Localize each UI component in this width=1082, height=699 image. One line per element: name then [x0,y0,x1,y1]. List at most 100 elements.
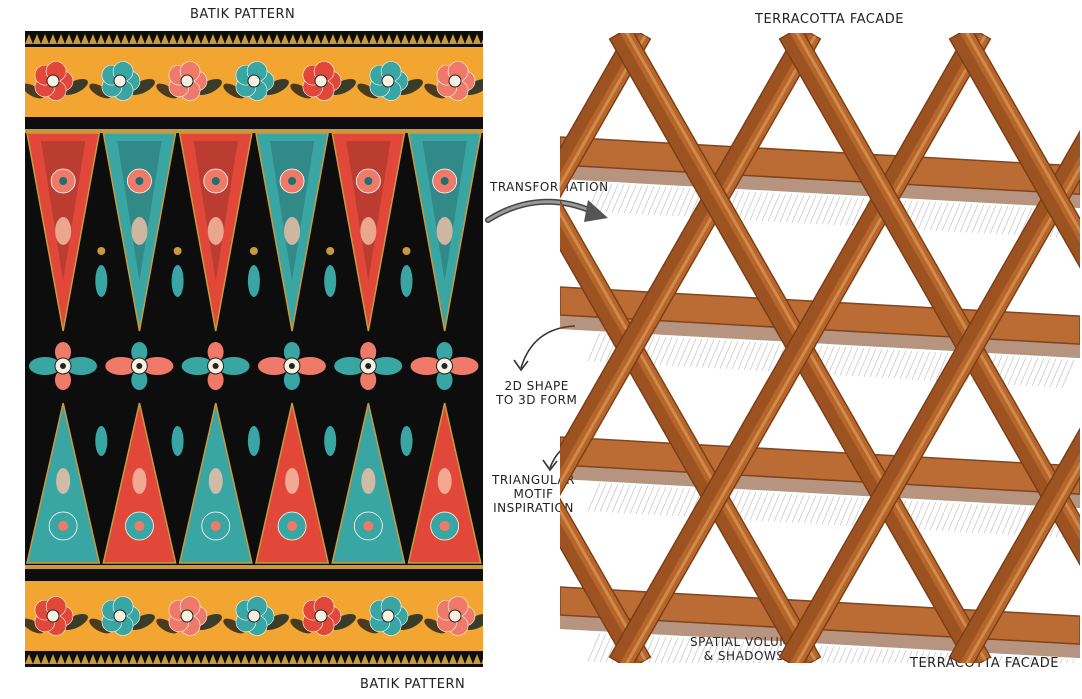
facade-hatch [600,484,612,512]
batik-motif [209,468,223,494]
facade-hatch [846,198,858,226]
facade-hatch [690,339,702,367]
facade-hatch [606,484,618,512]
batik-flower-center [449,610,461,622]
facade-hatch [1002,656,1014,663]
batik-gap-motif [95,426,107,456]
facade-hatch [786,494,798,522]
facade-hatch [750,492,762,520]
batik-flower-center [315,75,327,87]
facade-hatch [666,338,678,366]
facade-hatch [840,197,852,225]
facade-hatch [756,493,768,521]
facade-hatch [714,640,726,663]
facade-hatch [588,633,600,661]
facade-hatch [876,649,888,663]
batik-gap-motif [248,265,260,297]
facade-hatch [828,497,840,525]
facade-hatch [966,504,978,532]
facade-hatch [1020,657,1032,663]
facade-hatch [654,637,666,663]
facade-hatch [672,338,684,366]
facade-hatch [870,349,882,377]
batik-flower-center [315,610,327,622]
batik-gap-motif [95,265,107,297]
facade-hatch [834,347,846,375]
facade-hatch [930,202,942,230]
facade-hatch [984,205,996,233]
facade-hatch [672,188,684,216]
batik-title-top: BATIK PATTERN [190,8,295,23]
batik-motif [361,468,375,494]
facade-hatch [762,343,774,371]
facade-hatch [816,496,828,524]
facade-hatch [744,492,756,520]
facade-hatch [684,339,696,367]
facade-hatch [972,505,984,533]
facade-hatch [702,640,714,663]
facade-hatch [594,184,606,212]
facade-hatch [750,192,762,220]
facade-hatch [1032,658,1044,663]
facade-hatch [846,498,858,526]
facade-hatch [912,351,924,379]
facade-hatch [864,649,876,663]
facade-hatch [636,186,648,214]
facade-hatch [588,483,600,511]
facade-hatch [744,192,756,220]
facade-hatch [924,502,936,530]
facade-hatch [960,204,972,232]
batik-motif-center [58,521,68,531]
facade-hatch [822,646,834,663]
facade-hatch [630,486,642,514]
facade-hatch [1062,660,1074,663]
facade-hatch [858,648,870,663]
facade-hatch [840,647,852,663]
batik-gap-dot [174,247,182,255]
facade-hatch [990,206,1002,234]
facade-hatch [870,649,882,663]
batik-motif-center [441,177,449,185]
facade-hatch [648,637,660,663]
facade-hatch [978,205,990,233]
facade-hatch [954,204,966,232]
facade-hatch [822,196,834,224]
facade-hatch [612,185,624,213]
facade-hatch [834,497,846,525]
batik-motif [360,217,376,245]
facade-hatch [942,503,954,531]
facade-hatch [972,205,984,233]
facade-hatch [840,347,852,375]
facade-hatch [936,203,948,231]
batik-motif-center [135,177,143,185]
facade-hatch [822,496,834,524]
facade-hatch [846,348,858,376]
batik-motif [437,217,453,245]
batik-flower-center [114,75,126,87]
facade-hatch [900,351,912,379]
facade-hatch [948,503,960,531]
facade-title-top: TERRACOTTA FACADE [755,13,904,28]
facade-hatch [648,187,660,215]
facade-hatch [846,648,858,663]
facade-hatch [816,196,828,224]
facade-hatch [1038,658,1050,663]
facade-hatch [1056,359,1068,387]
facade-hatch [762,493,774,521]
batik-flower-center [382,610,394,622]
facade-hatch [942,203,954,231]
facade-hatch [750,642,762,663]
facade-hatch [1002,356,1014,384]
facade-hatch [750,342,762,370]
batik-gap-motif [248,426,260,456]
batik-flower-center [248,610,260,622]
facade-hatch [1026,358,1038,386]
facade-hatch [654,337,666,365]
facade-hatch [726,341,738,369]
facade-hatch [1044,359,1056,387]
facade-hatch [696,639,708,663]
facade-hatch [660,637,672,663]
batik-motif [131,217,147,245]
facade-hatch [648,487,660,515]
facade-hatch [792,495,804,523]
